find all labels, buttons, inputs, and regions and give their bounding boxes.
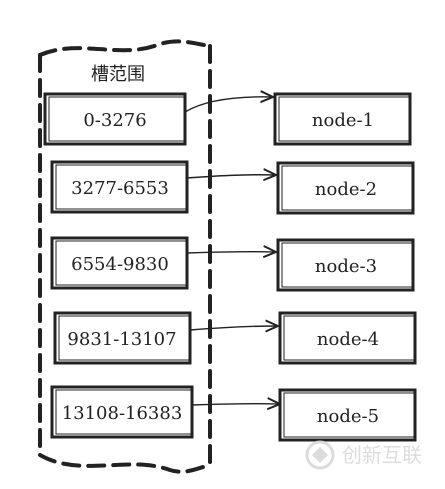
range-box-1 [43,92,187,146]
arrow-range-5-to-node-5 [191,404,280,405]
range-box-2 [50,160,189,214]
node-box-2 [276,161,415,215]
range-box-4 [53,311,192,365]
range-label-2: 3277-6553 [71,178,169,199]
range-box-3 [50,236,189,290]
node-label-2: node-2 [315,179,377,200]
watermark-logo-icon [305,440,335,470]
range-label-4: 9831-13107 [67,329,176,350]
node-box-4 [278,311,417,365]
arrow-range-4-to-node-4 [189,326,278,330]
range-label-3: 6554-9830 [71,254,169,275]
range-box-5 [50,385,194,439]
range-label-1: 0-3276 [83,110,146,131]
node-box-3 [276,238,415,292]
arrow-range-3-to-node-3 [186,252,276,253]
slot-range-group-outline [38,39,212,474]
watermark-text: 创新互联 [342,443,422,467]
range-label-5: 13108-16383 [62,403,183,424]
node-box-1 [273,92,412,146]
arrow-range-1-to-node-1 [184,97,273,113]
arrow-range-2-to-node-2 [186,175,276,178]
node-label-4: node-4 [317,329,379,350]
node-label-3: node-3 [315,256,377,277]
watermark: 创新互联 [305,440,422,470]
slot-range-group-label: 槽范围 [91,64,145,85]
node-box-5 [278,388,417,442]
node-label-1: node-1 [312,110,374,131]
node-label-5: node-5 [317,406,379,427]
